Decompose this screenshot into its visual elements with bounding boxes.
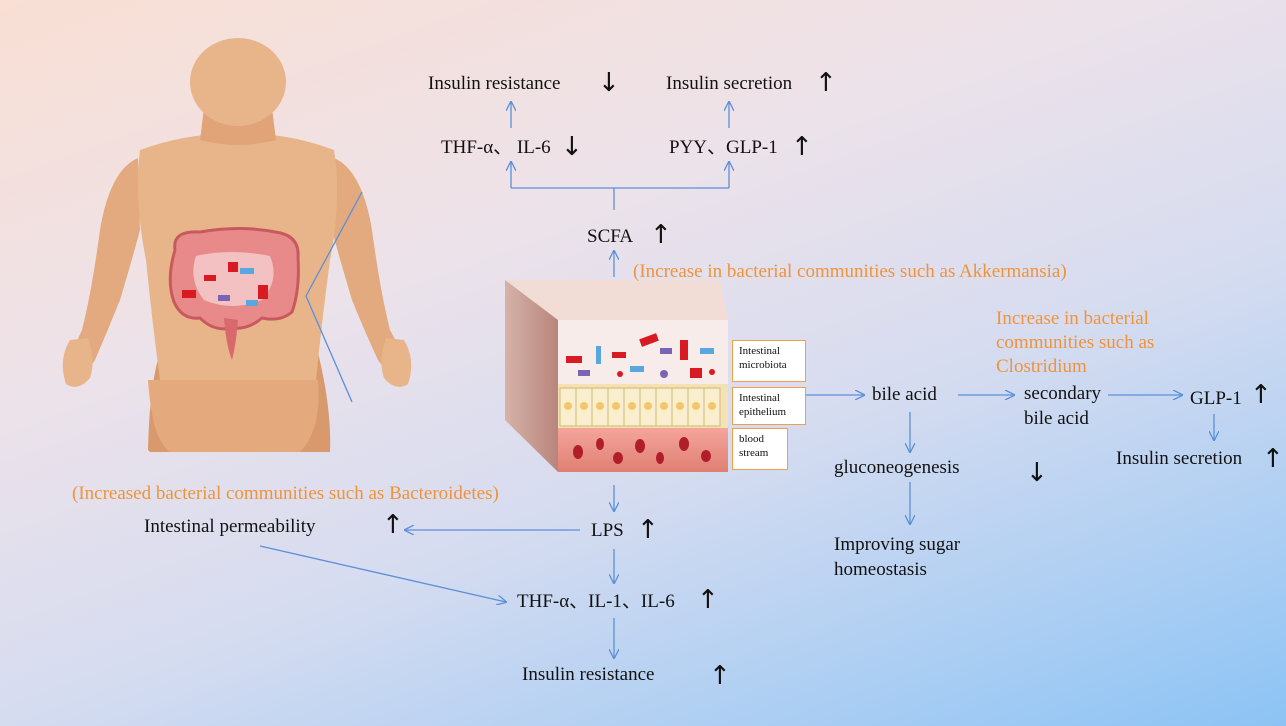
intestine-icon [168,227,300,360]
glp1-label: GLP-1 [1190,388,1242,409]
intestinal-permeability-label: Intestinal permeability [144,516,316,537]
arrow-permeability-to-cytokines [259,545,506,602]
sugar-homeostasis-label: Improving sugar homeostasis [834,534,961,580]
thf-il6-trend: ↓ [561,132,583,162]
secondary-bile-acid-label: secondary bile acid [1024,383,1102,429]
insulin-secretion-right-label: Insulin secretion [1116,448,1243,469]
pyy-glp1-trend: ↑ [791,132,813,162]
thf-il1-il6-trend: ↑ [697,585,719,615]
label-intestinal-epithelium-text: Intestinal epithelium [739,392,787,419]
blood-cells [573,437,711,464]
gluconeogenesis-label: gluconeogenesis [834,457,960,478]
lps-label: LPS [591,520,624,541]
insulin-secretion-top-trend: ↑ [815,68,837,98]
insulin-resistance-bottom-label: Insulin resistance [522,664,655,685]
gluconeogenesis-trend: ↓ [1026,458,1048,488]
scfa-label: SCFA [587,226,634,247]
pyy-glp1-label: PYY、GLP-1 [669,137,778,158]
label-intestinal-microbiota: Intestinal microbiota [732,340,806,382]
label-blood-stream-text: blood stream [739,433,769,460]
intestinal-permeability-trend: ↑ [382,510,404,540]
bile-acid-label: bile acid [872,384,937,405]
glp1-trend: ↑ [1250,380,1272,410]
thf-il6-label: THF-α、 IL-6 [441,137,551,158]
leader-line-top [305,191,363,297]
insulin-secretion-top-label: Insulin secretion [666,73,793,94]
clostridium-note: Increase in bacterial communities such a… [996,308,1155,378]
thf-il1-il6-label: THF-α、IL-1、IL-6 [517,591,675,612]
akkermansia-note: (Increase in bacterial communities such … [633,261,1067,282]
scfa-trend: ↑ [650,220,672,250]
lps-trend: ↑ [637,515,659,545]
insulin-resistance-bottom-trend: ↑ [709,661,731,691]
leader-line-bottom [305,295,353,403]
label-intestinal-epithelium: Intestinal epithelium [732,387,806,425]
bacteroidetes-note: (Increased bacterial communities such as… [72,483,499,504]
label-intestinal-microbiota-text: Intestinal microbiota [739,345,787,372]
insulin-resistance-top-label: Insulin resistance [428,73,561,94]
label-blood-stream: blood stream [732,428,788,470]
insulin-secretion-right-trend: ↑ [1262,444,1284,474]
bacteria-icons [566,333,715,378]
epithelial-cells [559,387,721,427]
insulin-resistance-top-trend: ↓ [598,68,620,98]
